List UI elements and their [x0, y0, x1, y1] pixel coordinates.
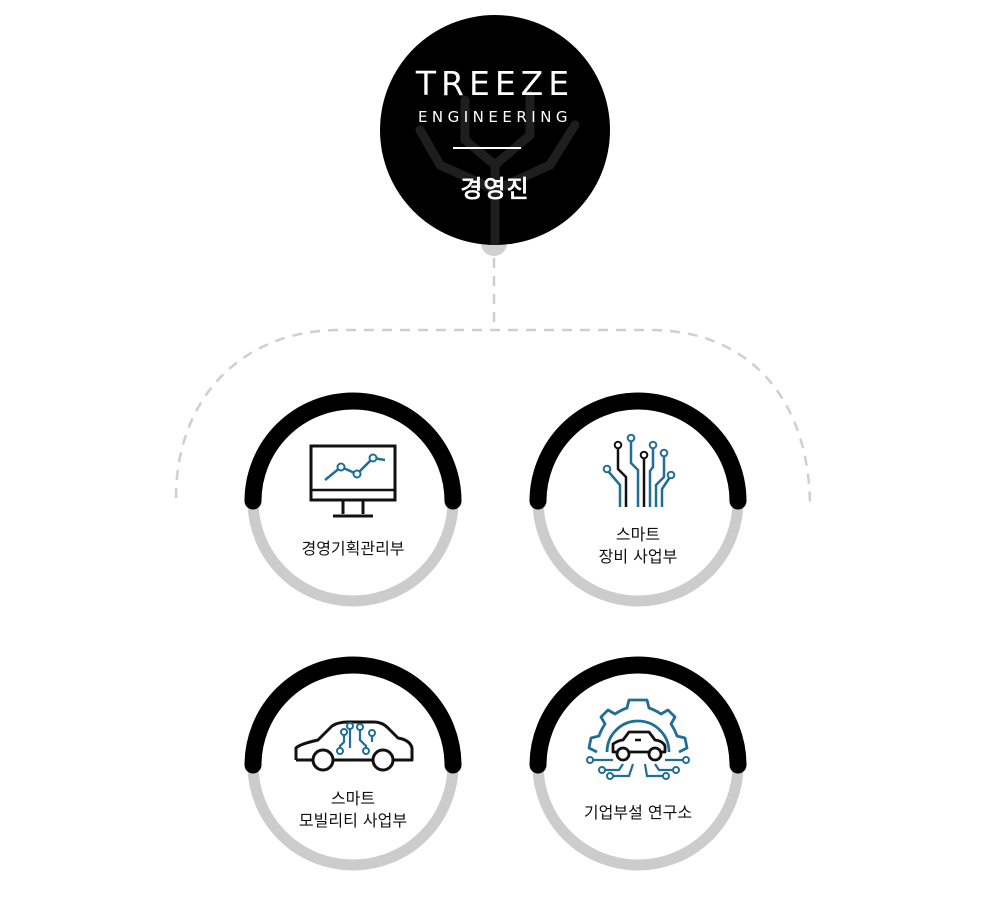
logo-subtitle: ENGINEERING	[417, 108, 573, 126]
department-smart-equipment: 스마트 장비 사업부	[525, 388, 751, 614]
connector-arc	[174, 328, 812, 509]
department-label: 스마트 모빌리티 사업부	[240, 788, 466, 832]
department-label: 스마트 장비 사업부	[525, 524, 751, 568]
department-ring	[244, 656, 462, 871]
department-label-line: 경영기획관리부	[301, 539, 405, 558]
logo-wordmark: TREEZE	[415, 64, 575, 103]
department-management-planning: 경영기획관리부	[240, 388, 466, 614]
department-smart-mobility: 스마트 모빌리티 사업부	[240, 652, 466, 878]
department-ring	[244, 392, 462, 607]
circuit-tree-icon	[602, 433, 676, 507]
smart-car-icon	[294, 720, 414, 772]
executive-title: 경영진	[460, 175, 530, 203]
executive-node: TREEZE ENGINEERING 경영진	[380, 15, 610, 245]
department-label-line: 스마트	[330, 789, 376, 808]
department-label-line: 스마트	[615, 525, 661, 544]
department-label: 기업부설 연구소	[525, 802, 751, 824]
gear-car-icon	[586, 698, 690, 780]
department-label-line: 장비 사업부	[598, 547, 678, 566]
department-research-lab: 기업부설 연구소	[525, 652, 751, 878]
department-label-line: 기업부설 연구소	[583, 803, 693, 822]
department-label-line: 모빌리티 사업부	[298, 811, 408, 830]
department-label: 경영기획관리부	[240, 538, 466, 560]
department-ring	[529, 656, 747, 871]
logo-divider	[453, 147, 521, 149]
tree-watermark-icon	[415, 90, 580, 245]
department-ring	[529, 392, 747, 607]
monitor-chart-icon	[309, 444, 397, 518]
